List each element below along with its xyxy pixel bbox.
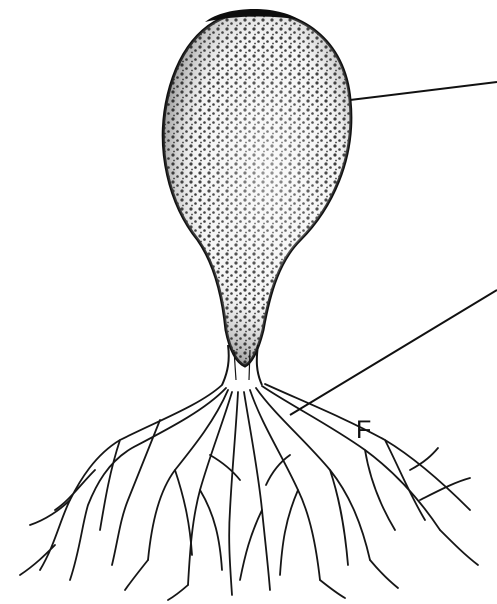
- label-f: F: [356, 416, 371, 444]
- vesicle-shading: [163, 12, 351, 366]
- rhizoid-branch: [148, 390, 228, 560]
- rhizoid-branch: [262, 386, 440, 530]
- rhizoid-branch: [250, 390, 320, 580]
- rhizoid-leader-line: [290, 290, 497, 415]
- vesicle: [163, 9, 351, 366]
- rhizoid-system: [20, 384, 478, 600]
- rhizoid-branch: [188, 392, 232, 585]
- rhizoid-branch: [229, 392, 238, 595]
- rhizoid-branch: [244, 392, 270, 590]
- vesicle-leader-line: [350, 82, 497, 100]
